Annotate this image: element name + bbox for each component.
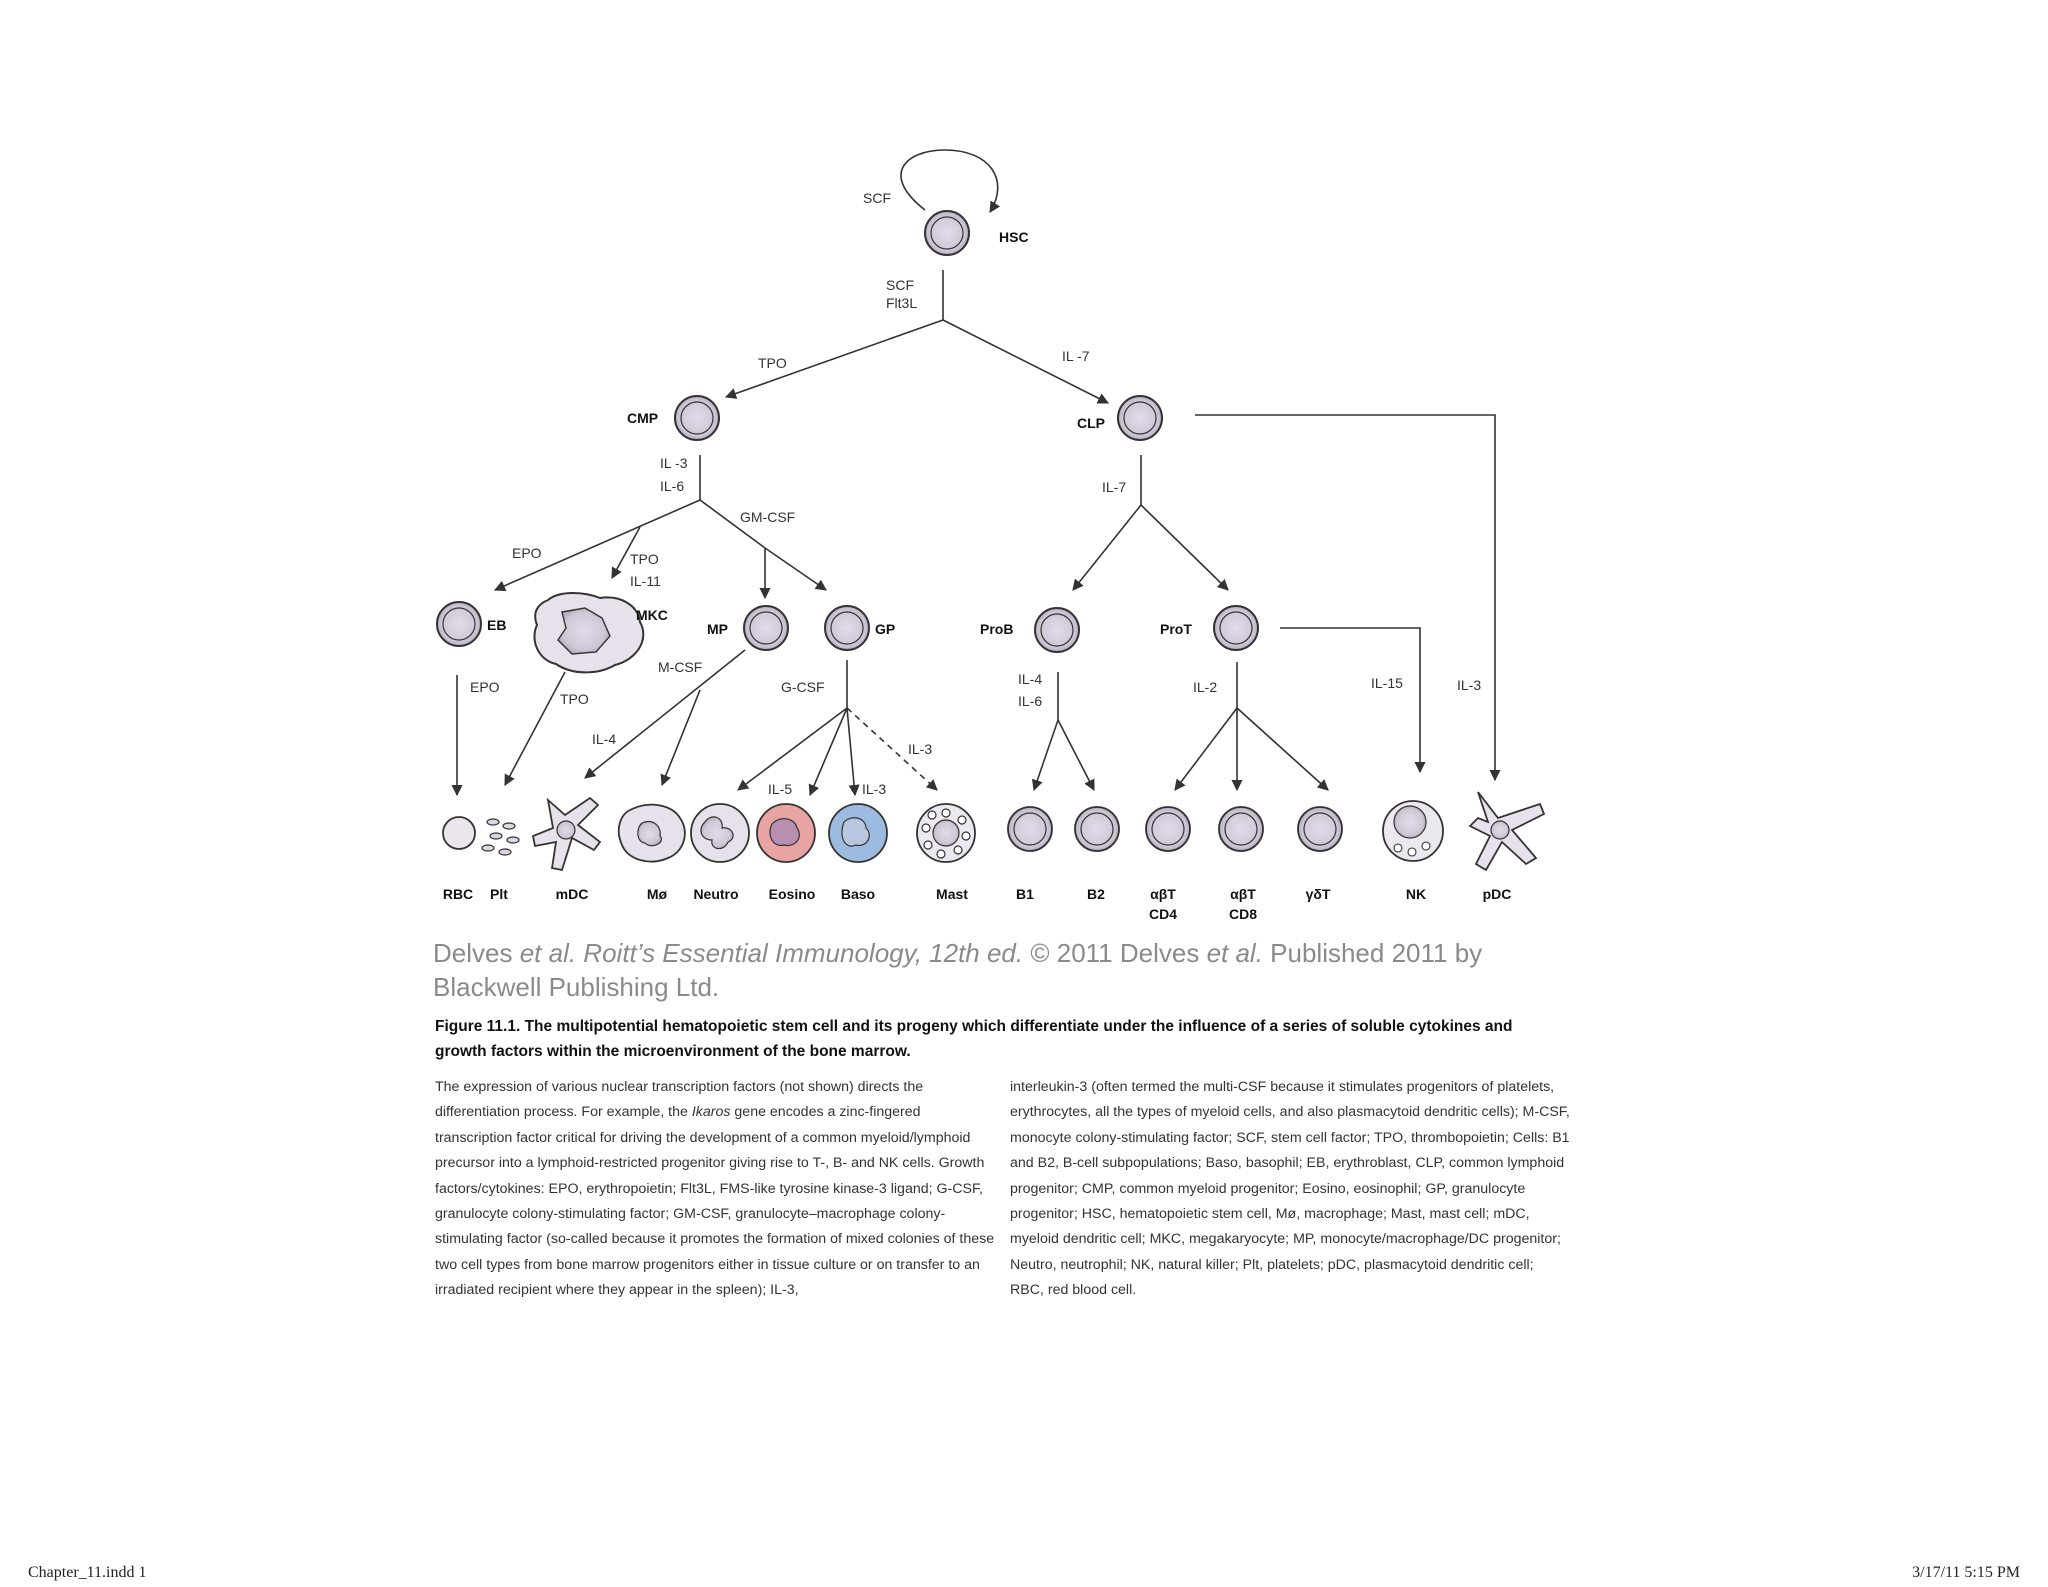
label-nk: NK [1406,886,1426,902]
label-abt-cd8: αβT [1230,886,1256,902]
label-gdt: γδT [1306,886,1331,902]
hsc-self-renewal-arrow [901,150,998,212]
footer-timestamp: 3/17/11 5:15 PM [1912,1564,2020,1582]
factor-il4-b: IL-4 [1018,671,1042,687]
label-hsc: HSC [999,229,1029,245]
label-mp: MP [707,621,728,637]
factor-il7-clp: IL -7 [1062,348,1090,364]
factor-scf: SCF [886,277,914,293]
credit-etal-2: et al. [1207,938,1263,968]
credit-authors: Delves [433,938,520,968]
label-prot: ProT [1160,621,1192,637]
factor-il7: IL-7 [1102,479,1126,495]
label-cmp: CMP [627,410,658,426]
factor-il2: IL-2 [1193,679,1217,695]
platelets [482,819,519,855]
label-pdc: pDC [1483,886,1512,902]
label-mast: Mast [936,886,968,902]
factor-il3-pdc: IL-3 [1457,677,1481,693]
factor-tpo-plt: TPO [560,691,589,707]
clp-to-prot-arrow [1141,505,1228,590]
label-mdc: mDC [556,886,589,902]
mkc-to-plt-arrow [505,672,565,785]
label-plt: Plt [490,886,508,902]
clp-to-prob-arrow [1073,505,1141,590]
terminal-labels: RBC Plt mDC Mø Neutro Eosino Baso Mast B… [443,886,1512,922]
label-clp: CLP [1077,415,1105,431]
prob-to-b2-arrow [1058,720,1094,790]
credit-etal: et al. [520,938,576,968]
factor-gcsf: G-CSF [781,679,825,695]
figure-caption: Figure 11.1. The multipotential hematopo… [435,1014,1535,1064]
connector-lines [457,150,1495,795]
label-mo: Mø [647,886,668,902]
label-gp: GP [875,621,895,637]
factor-mcsf: M-CSF [658,659,702,675]
label-prob: ProB [980,621,1013,637]
label-cd4: CD4 [1149,906,1177,922]
factor-gmcsf: GM-CSF [740,509,795,525]
caption-body-right: interleukin-3 (often termed the multi-CS… [1010,1075,1570,1304]
factor-il3-baso: IL-3 [862,781,886,797]
label-rbc: RBC [443,886,473,902]
label-b2: B2 [1087,886,1105,902]
factor-il5: IL-5 [768,781,792,797]
label-b1: B1 [1016,886,1034,902]
factor-scf-self: SCF [863,190,891,206]
factor-il4-mdc: IL-4 [592,731,616,747]
factor-il15: IL-15 [1371,675,1403,691]
label-baso: Baso [841,886,875,902]
body-left-ikaros: Ikaros [692,1104,731,1120]
label-mkc: MKC [636,607,668,623]
factor-il11: IL-11 [630,573,661,589]
credit-copyright: © 2011 Delves [1023,938,1206,968]
body-left-part2: gene encodes a zinc-fingered transcripti… [435,1104,994,1298]
prob-to-b1-arrow [1034,720,1058,790]
factor-tpo-cmp: TPO [758,355,787,371]
factor-il3-mast: IL-3 [908,741,932,757]
mp-to-mo-arrow [662,690,700,785]
prot-to-gdt-arrow [1237,708,1328,790]
factor-flt3l: Flt3L [886,295,917,311]
factor-il6-b: IL-6 [1018,693,1042,709]
factor-epo-rbc: EPO [470,679,500,695]
prot-to-nk-arrow [1280,628,1420,772]
gp-to-baso-arrow [847,708,855,795]
factor-tpo-mkc: TPO [630,551,659,567]
clp-to-pdc-arrow [1195,415,1495,780]
gp-to-neutro-arrow [738,708,847,790]
factor-il3-cmp: IL -3 [660,455,688,471]
terminal-cells [443,792,1544,870]
credit-book-title: Roitt’s Essential Immunology, 12th ed. [576,938,1023,968]
progenitor-cells [437,211,1258,672]
factor-epo-eb: EPO [512,545,542,561]
label-abt-cd4: αβT [1150,886,1176,902]
label-eb: EB [487,617,506,633]
factor-labels: SCF SCF Flt3L TPO IL -7 IL -3 IL-6 GM-CS… [470,190,1481,797]
figure-credit: Delves et al. Roitt’s Essential Immunolo… [433,936,1533,1004]
caption-body-left: The expression of various nuclear transc… [435,1075,995,1304]
label-cd8: CD8 [1229,906,1257,922]
prot-to-cd4-arrow [1175,708,1237,790]
factor-il6-cmp: IL-6 [660,478,684,494]
footer-filename: Chapter_11.indd 1 [28,1564,147,1582]
node-labels: HSC CMP CLP EB MKC MP GP ProB ProT [487,229,1192,637]
label-eosino: Eosino [769,886,816,902]
label-neutro: Neutro [693,886,738,902]
rbc-cell [443,817,475,849]
